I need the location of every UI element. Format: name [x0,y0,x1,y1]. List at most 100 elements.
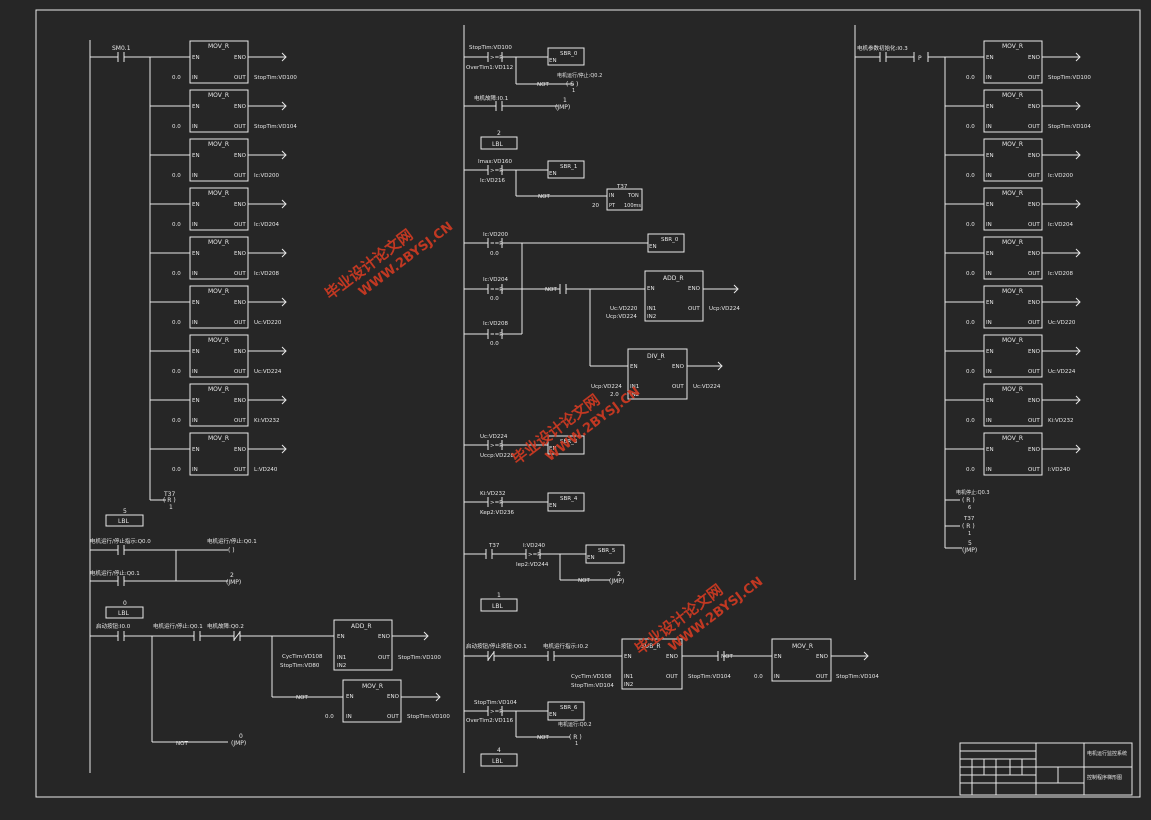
mov-bot-out: OUT [387,714,399,720]
c1-mov-out-7: OUT [234,369,246,375]
r3-sbr-box [547,160,585,179]
r4-c3-op: ==R [490,332,503,338]
c3-mov-arrow-2 [1075,101,1081,111]
c1-mov-eno-9: ENO [234,447,247,453]
add-en: EN [337,634,345,640]
c1-mov-title-7: MOV_R [208,337,229,344]
c1-mov-arrow-3 [281,150,287,160]
r4-div-out-val: Uc:VD224 [693,384,721,390]
outer-border [35,9,1141,798]
r1-not: NOT [537,82,549,88]
add-in1: IN1 [337,655,346,661]
add-title: ADD_R [351,623,372,630]
r4-add-in1: IN1 [647,306,656,312]
r8-mov-eno: ENO [816,654,829,660]
c1-mov-in-1: IN [192,75,198,81]
r7-cmp-bot: Iep2:VD244 [516,562,549,568]
c3-mov-en-4: EN [986,202,994,208]
c1-mov-out-val-3: Ic:VD200 [254,173,279,179]
r4-add-out-val: Ucp:VD224 [709,306,740,312]
r5-sbr: SBR_3 [560,439,578,445]
c1-mov-arrow-7 [281,346,287,356]
c1-mov-in-val-4: 0.0 [172,222,181,228]
c3-mov-out-val-7: Uc:VD224 [1048,369,1076,375]
c1-mov-in-6: IN [192,320,198,326]
c1-mov-en-7: EN [192,349,200,355]
c3-mov-in-9: IN [986,467,992,473]
add-in2-val: StopTim:VD80 [280,663,320,669]
add-out-val: StopTim:VD100 [398,655,441,661]
add-out: OUT [378,655,390,661]
coil-t37-type: ( R ) [163,497,176,504]
c3-mov-in-val-7: 0.0 [966,369,975,375]
r4-div-title: DIV_R [647,353,665,360]
c3-coil2-sym: ( R ) [962,523,975,530]
lbl-4-text: LBL [492,758,503,765]
r8-sub-in1: IN1 [624,674,633,680]
r4-c1-bot: 0.0 [490,251,499,257]
r4-add-in1-val: Uc:VD220 [610,306,638,312]
c1-mov-en-3: EN [192,153,200,159]
c1-mov-arrow-2 [281,101,287,111]
r4-not: NOT [545,287,557,293]
r6-sbr: SBR_4 [560,496,578,502]
c3-mov-en-5: EN [986,251,994,257]
contact-jmp2: 电机运行/停止:Q0.1 [90,569,140,577]
add-c2: 电机运行/停止:Q0.1 [153,622,203,630]
c1-mov-en-8: EN [192,398,200,404]
r1-cmp-top: StopTim:VD100 [469,45,512,51]
coil-t37-name: T37 [163,491,175,498]
c3-mov-out-val-1: StopTim:VD100 [1048,75,1091,81]
c3-mov-in-6: IN [986,320,992,326]
mov-bot-title: MOV_R [362,683,383,690]
c3-mov-box-9 [983,432,1043,476]
lbl-0-num: 0 [123,600,127,607]
c3-mov-title-9: MOV_R [1002,435,1023,442]
r3-op: >=R [490,168,503,174]
r9-en: EN [549,712,557,718]
lbl-5-box [105,514,144,527]
c3-mov-arrow-4 [1075,199,1081,209]
c3-mov-box-5 [983,236,1043,280]
r1-en: EN [549,58,557,64]
c3-mov-arrow-6 [1075,297,1081,307]
c3-mov-arrow-7 [1075,346,1081,356]
jmp0-sym: (JMP) [231,740,246,747]
add-in2: IN2 [337,663,346,669]
c3-mov-en-6: EN [986,300,994,306]
lbl-1-text: LBL [492,603,503,610]
c1-mov-in-8: IN [192,418,198,424]
c1-mov-in-val-1: 0.0 [172,75,181,81]
title-block-title1: 电机运行监控系统 [1087,750,1127,757]
r8-sub-in2: IN2 [624,682,633,688]
c1-mov-en-2: EN [192,104,200,110]
r4-c2-top: Ic:VD204 [483,277,508,283]
c1-mov-box-2 [189,89,249,133]
mov-bot-in-val: 0.0 [325,714,334,720]
c3-mov-title-3: MOV_R [1002,141,1023,148]
not-label-1: NOT [296,695,308,701]
add-in1-val: CycTim:VD108 [282,654,323,660]
c1-mov-eno-5: ENO [234,251,247,257]
watermark-1: 毕业设计论文网 WWW.2BYSJ.CN [322,219,457,303]
tmr-base: 100ms [624,203,641,209]
r4-add-en: EN [647,286,655,292]
c3-mov-in-4: IN [986,222,992,228]
c3-mov-box-7 [983,334,1043,378]
c1-mov-in-val-6: 0.0 [172,320,181,326]
r6-sbr-box [547,492,585,512]
r4-c1-op: ==R [490,241,503,247]
r7-sbr-box [585,544,625,564]
add-eno: ENO [378,634,391,640]
r4-add-title: ADD_R [663,275,684,282]
r3-sbr: SBR_1 [560,164,577,170]
c3-mov-in-val-3: 0.0 [966,173,975,179]
c3-mov-title-2: MOV_R [1002,92,1023,99]
c1-mov-arrow-8 [281,395,287,405]
c1-mov-arrow-1 [281,52,287,62]
